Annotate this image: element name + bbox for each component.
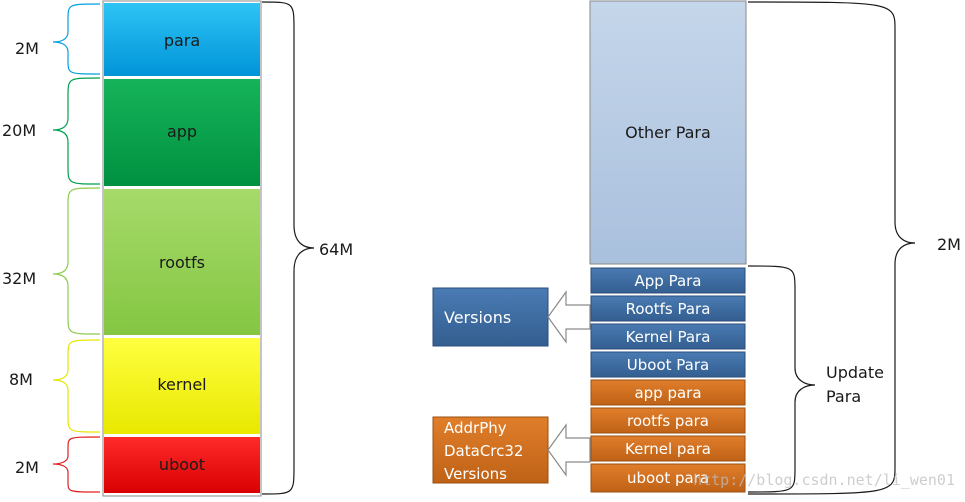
block-para-label: para [164,31,200,50]
total-label-64m: 64M [319,240,353,259]
block-uboot: uboot [104,437,260,493]
arrow-left-details [547,423,591,477]
block-rootfs-label: rootfs [159,253,205,272]
block-kernel-label: kernel [157,375,206,394]
orange-para-rows: app para rootfs para Kernel para uboot p… [590,379,746,493]
block-app: app [104,79,260,186]
size-label-app: 20M [2,121,36,140]
block-app-label: app [167,122,197,141]
brace-total-64m [261,1,315,495]
brace-para [52,3,101,75]
details-callout: AddrPhy DataCrc32 Versions [432,416,591,484]
size-label-uboot: 2M [15,458,39,477]
update-label-line2: Para [826,387,861,406]
row-kernel-para-lower: Kernel para [625,440,711,458]
row-app-para-lower: app para [634,384,701,402]
left-size-braces [52,3,101,493]
row-uboot-para-lower: uboot para [627,469,709,487]
versions-callout: Versions [432,287,591,347]
brace-update-para [747,265,816,493]
block-rootfs: rootfs [104,189,260,335]
watermark: http://blog.csdn.net/li_wen01 [693,471,955,489]
brace-kernel [52,339,101,433]
blue-para-rows: App Para Rootfs Para Kernel Para Uboot P… [590,267,746,378]
update-label-line1: Update [826,363,884,382]
block-uboot-label: uboot [159,455,205,474]
left-flash-stack: para app rootfs kernel uboot [102,0,262,497]
details-line-datacrc32: DataCrc32 [444,442,523,460]
arrow-left-versions [547,290,591,344]
size-label-para: 2M [15,39,39,58]
details-line-addrphy: AddrPhy [444,419,507,437]
row-app-para: App Para [635,272,702,290]
block-kernel: kernel [104,338,260,434]
size-label-rootfs: 32M [2,269,36,288]
row-uboot-para: Uboot Para [627,356,709,374]
other-para-label: Other Para [625,123,711,142]
brace-app [52,77,101,185]
versions-callout-label: Versions [444,308,511,327]
brace-total-2m [747,1,916,495]
details-line-versions: Versions [444,465,507,483]
row-rootfs-para-lower: rootfs para [627,412,709,430]
size-label-kernel: 8M [9,370,33,389]
left-size-labels: 2M 20M 32M 8M 2M [2,39,39,477]
block-para: para [104,3,260,76]
right-para-stack: Other Para App Para Rootfs Para Kernel P… [589,0,747,493]
row-rootfs-para: Rootfs Para [626,300,711,318]
total-label-2m: 2M [937,235,961,254]
row-kernel-para: Kernel Para [626,328,711,346]
brace-uboot [52,436,101,493]
brace-rootfs [52,187,101,335]
